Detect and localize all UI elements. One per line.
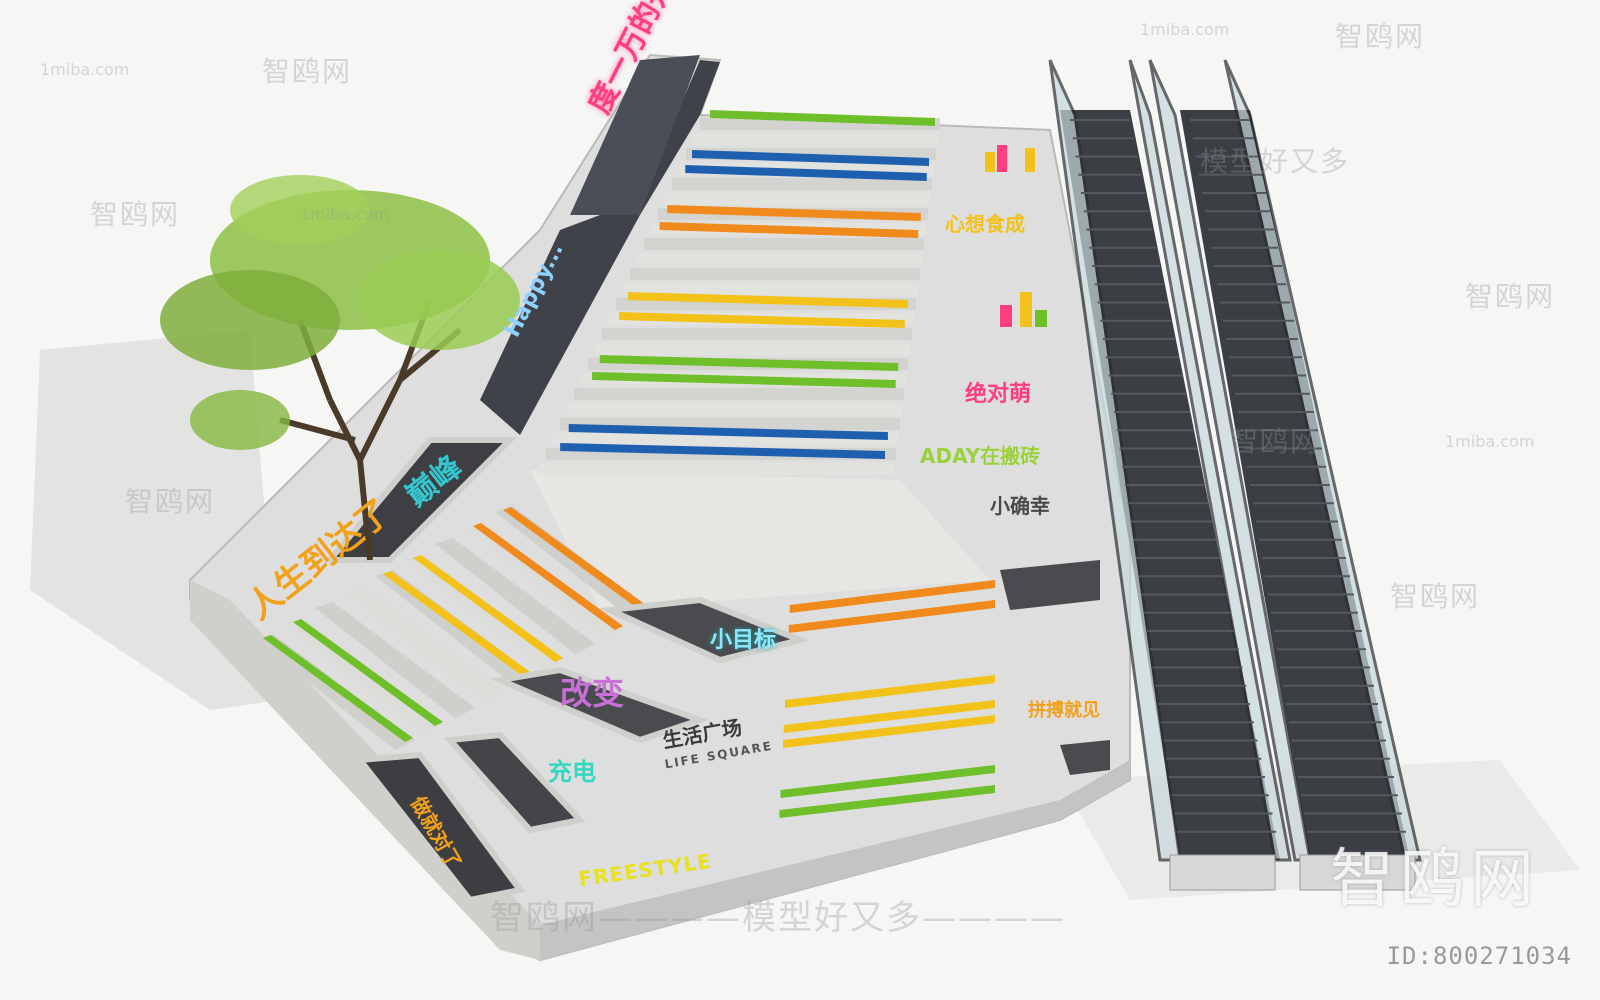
step-tread (693, 133, 938, 145)
right-strip (785, 675, 995, 708)
color-strip (685, 165, 927, 181)
color-strip (659, 222, 919, 238)
sign-right-3: ADAY在搬砖 (920, 444, 1041, 468)
terrace (530, 470, 990, 610)
lower-step (375, 570, 535, 686)
planter-charge (443, 731, 586, 834)
lower-steps (255, 506, 655, 750)
color-strip (599, 355, 899, 371)
lower-step (435, 538, 595, 654)
lower-step (495, 506, 655, 622)
planter-target (598, 596, 810, 664)
step-tread (672, 178, 932, 190)
right-strip (783, 715, 995, 748)
upper-steps (539, 110, 940, 475)
lower-strip (503, 507, 653, 614)
planter-freestyle (354, 751, 526, 904)
side-face (540, 760, 1130, 960)
step-tread (630, 268, 920, 280)
step-tread (539, 463, 894, 475)
color-strip (667, 205, 921, 221)
color-strip (619, 312, 905, 328)
lower-step (255, 634, 415, 750)
dark-wall-top (570, 55, 700, 215)
sign-right-4: 小确幸 (990, 494, 1050, 518)
step-tread (665, 193, 930, 205)
step-tread (623, 283, 918, 295)
lower-step (345, 586, 505, 702)
lower-strip (383, 571, 533, 678)
step-tread (574, 388, 904, 400)
right-strip (783, 700, 995, 733)
right-strip (788, 600, 995, 633)
color-strip (560, 443, 886, 459)
sign-change: 改变 (560, 674, 625, 712)
sign-right-2: 绝对萌 (965, 382, 1032, 407)
sign-right-5: 拼搏就见 (1028, 700, 1100, 721)
color-strip (592, 372, 896, 388)
step-tread (637, 253, 922, 265)
lower-strip (293, 619, 443, 726)
color-strip (692, 150, 929, 166)
color-strip (568, 424, 888, 440)
step-tread (567, 403, 902, 415)
step-tread (595, 343, 910, 355)
block-letters-1 (985, 145, 1035, 172)
sign-charge: 充电 (548, 758, 596, 786)
tree (160, 175, 520, 561)
block-letters-2 (1000, 292, 1047, 327)
lower-step (465, 522, 625, 638)
right-strip (780, 765, 995, 798)
right-strip (779, 785, 995, 818)
sign-target: 小目标 (710, 628, 777, 653)
lower-strip (473, 523, 623, 630)
lower-step (315, 602, 475, 718)
escalator-steps (1070, 119, 1406, 833)
lower-strip (263, 635, 413, 742)
lower-step (405, 554, 565, 670)
step-tread (644, 238, 924, 250)
sign-right-1: 心想食成 (945, 212, 1025, 236)
planter-change (489, 666, 710, 744)
lower-strip (413, 555, 563, 662)
right-strip (789, 580, 995, 613)
color-strip (628, 292, 908, 308)
color-strip (710, 110, 935, 126)
planter-right-2 (1060, 740, 1110, 775)
image-id: ID:800271034 (1386, 942, 1572, 970)
step-tread (602, 328, 912, 340)
right-strips (779, 580, 995, 818)
planter-right (1000, 560, 1100, 610)
lower-step (285, 618, 445, 734)
